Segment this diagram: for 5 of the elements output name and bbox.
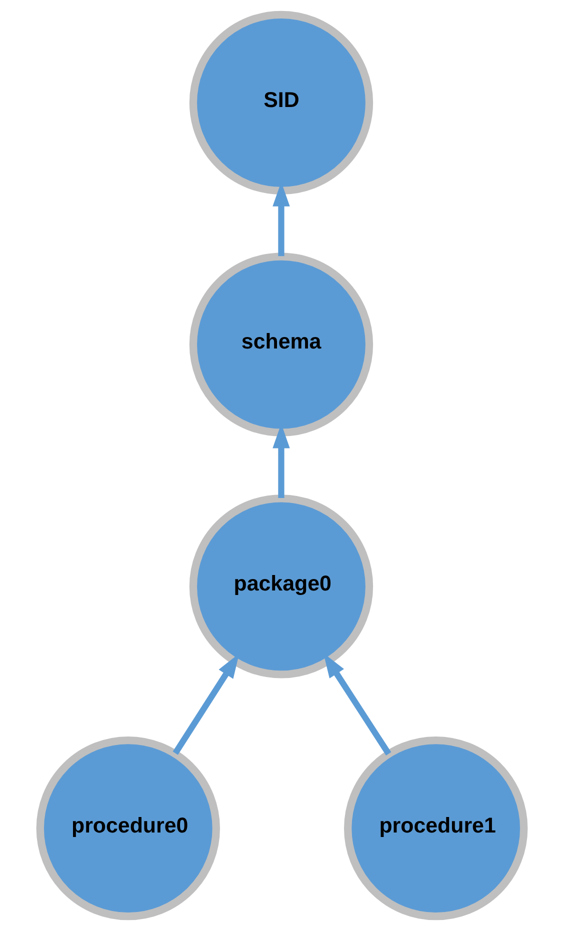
node-circle: procedure1 (344, 736, 528, 920)
node-circle: SID (188, 10, 373, 195)
node-circle: procedure0 (36, 736, 220, 920)
arrow (172, 654, 239, 755)
node-circle: schema (188, 252, 373, 436)
